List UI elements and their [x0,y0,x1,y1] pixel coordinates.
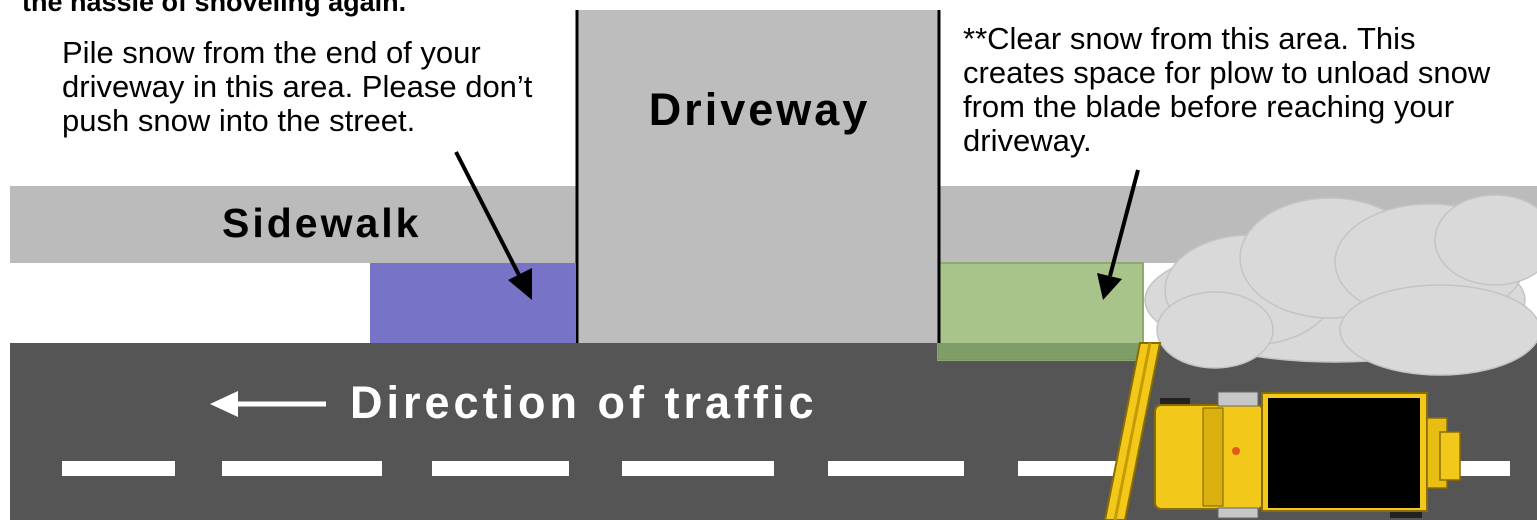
traffic-direction-label: Direction of traffic [350,378,818,428]
lane-dash [828,461,964,476]
headline-partial: the hassle of shoveling again. [22,0,406,17]
driveway-block [577,10,939,343]
lane-dash [62,461,175,476]
driveway-label: Driveway [582,86,937,134]
pile-snow-zone [370,263,575,343]
lane-dash [622,461,774,476]
pile-snow-instruction: Pile snow from the end of your driveway … [62,36,562,138]
lane-dash [1018,461,1123,476]
lane-dash [222,461,382,476]
lane-dash [432,461,569,476]
clear-snow-instruction: **Clear snow from this area. This create… [963,22,1523,158]
sidewalk-label: Sidewalk [222,200,421,246]
